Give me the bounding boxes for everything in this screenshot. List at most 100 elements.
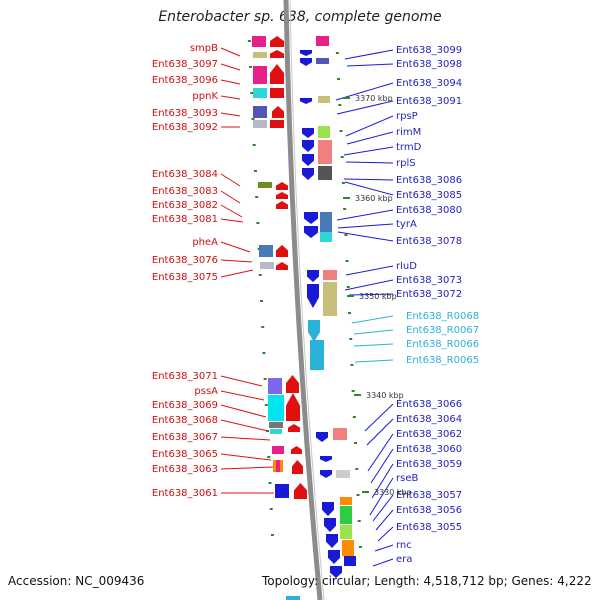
gene-box[interactable] [336, 470, 350, 478]
gene-label-ent638-3094[interactable]: Ent638_3094 [396, 78, 462, 89]
reverse-gene-arrow[interactable] [326, 534, 338, 548]
gene-box[interactable] [272, 446, 284, 454]
gene-box[interactable] [344, 556, 356, 566]
gene-label-ent638-3069[interactable]: Ent638_3069 [152, 400, 218, 411]
reverse-gene-arrow[interactable] [330, 566, 342, 578]
gene-label-rnc[interactable]: rnc [396, 540, 412, 551]
gene-label-ent638-3055[interactable]: Ent638_3055 [396, 522, 462, 533]
gene-label-ent638-3086[interactable]: Ent638_3086 [396, 175, 462, 186]
gene-label-ent638-3068[interactable]: Ent638_3068 [152, 415, 218, 426]
reverse-gene-arrow[interactable] [322, 502, 334, 516]
gene-box[interactable] [316, 58, 329, 64]
gene-label-ent638-3093[interactable]: Ent638_3093 [152, 108, 218, 119]
reverse-gene-arrow[interactable] [302, 140, 314, 152]
gene-box[interactable] [318, 126, 330, 138]
gene-box[interactable] [318, 166, 332, 180]
reverse-gene-arrow[interactable] [320, 470, 332, 478]
gene-box[interactable] [253, 106, 267, 118]
gene-box[interactable] [275, 484, 289, 498]
reverse-gene-arrow[interactable] [307, 284, 319, 308]
gene-box[interactable] [316, 36, 329, 46]
gene-label-rlud[interactable]: rluD [396, 261, 417, 272]
gene-label-ent638-3075[interactable]: Ent638_3075 [152, 272, 218, 283]
reverse-gene-arrow[interactable] [302, 128, 314, 138]
gene-box[interactable] [253, 120, 267, 128]
gene-label-phea[interactable]: pheA [192, 237, 218, 248]
gene-box[interactable] [270, 120, 284, 128]
gene-label-ent638-3085[interactable]: Ent638_3085 [396, 190, 462, 201]
gene-box[interactable] [340, 506, 352, 524]
gene-label-ent638-3073[interactable]: Ent638_3073 [396, 275, 462, 286]
gene-label-ent638-3097[interactable]: Ent638_3097 [152, 59, 218, 70]
reverse-gene-arrow[interactable] [310, 345, 324, 371]
gene-label-ent638-3098[interactable]: Ent638_3098 [396, 59, 462, 70]
gene-label-ent638-3081[interactable]: Ent638_3081 [152, 214, 218, 225]
gene-label-ent638-3099[interactable]: Ent638_3099 [396, 45, 462, 56]
forward-gene-arrow[interactable] [286, 393, 300, 421]
gene-label-ent638-r0065[interactable]: Ent638_R0065 [406, 355, 479, 366]
gene-label-ent638-3071[interactable]: Ent638_3071 [152, 371, 218, 382]
gene-label-ent638-3066[interactable]: Ent638_3066 [396, 399, 462, 410]
gene-label-ent638-3091[interactable]: Ent638_3091 [396, 96, 462, 107]
reverse-gene-arrow[interactable] [316, 432, 328, 442]
gene-label-ppnk[interactable]: ppnK [192, 91, 218, 102]
gene-label-ent638-3082[interactable]: Ent638_3082 [152, 200, 218, 211]
gene-box[interactable] [270, 429, 282, 434]
gene-label-ent638-3096[interactable]: Ent638_3096 [152, 75, 218, 86]
reverse-gene-arrow[interactable] [304, 226, 318, 238]
gene-label-rseb[interactable]: rseB [396, 473, 418, 484]
gene-box[interactable] [258, 182, 272, 188]
forward-gene-arrow[interactable] [276, 192, 288, 199]
gene-label-ent638-3080[interactable]: Ent638_3080 [396, 205, 462, 216]
gene-label-ent638-3078[interactable]: Ent638_3078 [396, 236, 462, 247]
gene-label-ent638-3072[interactable]: Ent638_3072 [396, 289, 462, 300]
gene-box[interactable] [320, 232, 332, 242]
gene-label-ent638-r0066[interactable]: Ent638_R0066 [406, 339, 479, 350]
gene-box[interactable] [323, 282, 337, 316]
gene-box[interactable] [340, 497, 352, 505]
gene-box[interactable] [323, 270, 337, 280]
forward-gene-arrow[interactable] [294, 483, 307, 499]
forward-gene-arrow[interactable] [276, 201, 288, 209]
reverse-gene-arrow[interactable] [302, 154, 314, 166]
gene-label-ent638-r0068[interactable]: Ent638_R0068 [406, 311, 479, 322]
reverse-gene-arrow[interactable] [324, 518, 336, 532]
gene-label-ent638-3060[interactable]: Ent638_3060 [396, 444, 462, 455]
forward-gene-arrow[interactable] [270, 50, 284, 58]
forward-gene-arrow[interactable] [276, 245, 288, 257]
reverse-gene-arrow[interactable] [300, 50, 312, 56]
gene-box[interactable] [253, 88, 267, 98]
gene-box[interactable] [259, 245, 273, 257]
forward-gene-arrow[interactable] [288, 424, 300, 432]
gene-box[interactable] [333, 428, 347, 440]
gene-box[interactable] [318, 96, 330, 103]
gene-box[interactable] [269, 422, 283, 428]
gene-box[interactable] [340, 525, 352, 539]
gene-label-rpls[interactable]: rplS [396, 158, 416, 169]
gene-label-ent638-3059[interactable]: Ent638_3059 [396, 459, 462, 470]
reverse-gene-arrow[interactable] [300, 58, 312, 66]
gene-label-pssa[interactable]: pssA [194, 386, 218, 397]
gene-label-ent638-3084[interactable]: Ent638_3084 [152, 169, 218, 180]
gene-label-rpsp[interactable]: rpsP [396, 111, 418, 122]
reverse-gene-arrow[interactable] [328, 550, 340, 564]
forward-gene-arrow[interactable] [291, 446, 302, 454]
gene-box[interactable] [342, 540, 354, 556]
gene-label-ent638-3076[interactable]: Ent638_3076 [152, 255, 218, 266]
reverse-gene-arrow[interactable] [308, 320, 320, 342]
gene-label-smpb[interactable]: smpB [190, 43, 218, 54]
forward-gene-arrow[interactable] [276, 182, 288, 190]
gene-box[interactable] [276, 460, 280, 472]
gene-label-era[interactable]: era [396, 554, 412, 565]
gene-box[interactable] [253, 52, 267, 58]
gene-label-ent638-3056[interactable]: Ent638_3056 [396, 505, 462, 516]
gene-label-ent638-3064[interactable]: Ent638_3064 [396, 414, 462, 425]
gene-label-ent638-3063[interactable]: Ent638_3063 [152, 464, 218, 475]
reverse-gene-arrow[interactable] [302, 168, 314, 180]
gene-box[interactable] [260, 262, 274, 269]
gene-label-ent638-3067[interactable]: Ent638_3067 [152, 432, 218, 443]
forward-gene-arrow[interactable] [272, 106, 284, 118]
gene-label-ent638-3062[interactable]: Ent638_3062 [396, 429, 462, 440]
gene-label-rimm[interactable]: rimM [396, 127, 421, 138]
forward-gene-arrow[interactable] [292, 460, 303, 474]
